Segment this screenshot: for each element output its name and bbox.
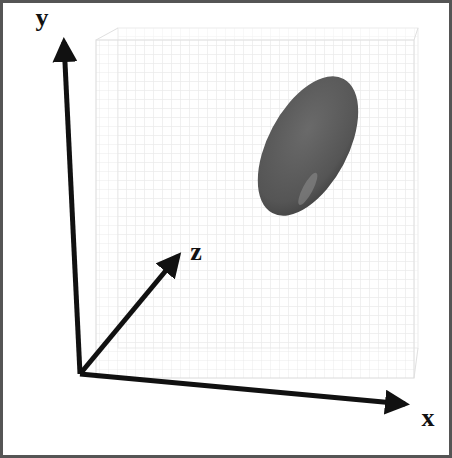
axis-label: z [190,239,202,265]
coordinate-axes [64,42,405,404]
axis-label: y [36,5,49,31]
axis-label: x [422,405,435,431]
ellipsoid-blob [237,60,379,232]
grid-box [96,28,418,378]
